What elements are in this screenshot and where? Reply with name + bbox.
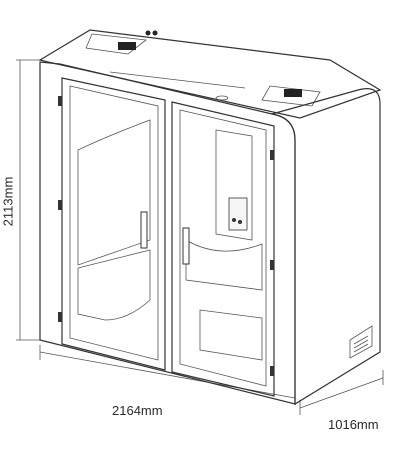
control-panel	[228, 197, 248, 231]
width-label: 2164mm	[112, 403, 163, 418]
depth-dimension-line	[299, 370, 384, 415]
height-dimension-line	[16, 59, 40, 341]
depth-label: 1016mm	[328, 417, 379, 432]
right-glass-door	[171, 101, 275, 397]
door-hinges	[58, 96, 274, 376]
roof-vent-left	[118, 42, 136, 50]
roof-vent-right	[284, 89, 302, 97]
right-door-handle	[182, 227, 190, 265]
pod-side-panel	[271, 88, 381, 406]
left-glass-door	[61, 77, 166, 371]
width-dimension-line	[39, 345, 296, 405]
left-door-handle	[140, 211, 148, 249]
side-vent-grille	[349, 325, 373, 359]
pod-roof	[38, 29, 382, 119]
height-label: 2113mm	[0, 176, 16, 227]
